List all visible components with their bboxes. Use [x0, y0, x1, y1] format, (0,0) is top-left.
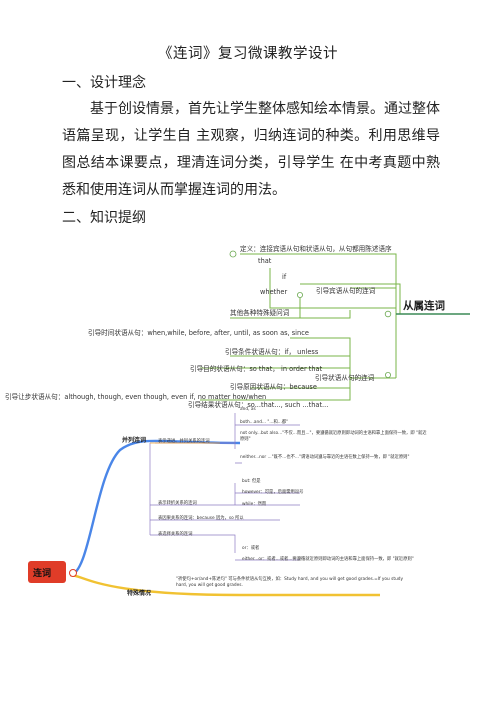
item-either-or: either...or：或者...或者...要遵循就近原则即动词的主语和靠上面保… — [242, 557, 414, 562]
document-title: 《连词》复习微课教学设计 — [158, 46, 338, 62]
adverbial-reason: 引导原因状语从句：because — [230, 383, 317, 391]
conj-whether: whether — [260, 288, 288, 296]
conj-wh-words: 其他各种特殊疑问词 — [230, 309, 290, 317]
mindmap-subordinating-lines — [200, 250, 470, 401]
design-idea-paragraph: 基于创设情景，首先让学生整体感知绘本情景。通过整体语篇呈现，让学生自 主观察，归… — [62, 101, 440, 198]
conj-if: if — [282, 273, 287, 281]
item-and-as: and, as — [240, 407, 256, 412]
branch-special: 特殊情况 — [127, 590, 152, 597]
adverbial-condition: 引导条件状语从句：if， unless — [225, 348, 319, 356]
root-subordinating: 从属连词 — [403, 300, 445, 312]
item-both-and: both...and... "...和...都" — [240, 420, 289, 425]
section-heading-outline: 二、知识提纲 — [62, 210, 146, 226]
item-not-only: not only...but also..."不仅...而且..."，要遵循就近… — [240, 431, 427, 442]
section-heading-design-idea: 一、设计理念 — [62, 75, 146, 91]
adverbial-concession: 引导让步状语从句：although, though, even though, … — [5, 393, 267, 401]
mindmap-coordinating-lines — [69, 413, 380, 597]
adverbial-result: 引导结果状语从句：so...that..., such ...that... — [188, 401, 329, 409]
group-choice: 表选择关系的连词 — [158, 532, 193, 537]
group-cause-effect: 表因果关系的连词：because 因为，so 所以 — [158, 516, 244, 521]
branch-coordinating: 并列连词 — [122, 437, 147, 444]
adverbial-time: 引导时间状语从句：when,while, before, after, unti… — [88, 329, 309, 337]
root-conjunction: 连词 — [33, 569, 52, 579]
item-or: or：或者 — [242, 546, 260, 551]
item-however: however：可是，后面需用逗号 — [242, 490, 304, 495]
definition-label: 定义：连接宾语从句和状语从句，从句都用陈述语序 — [240, 245, 392, 253]
conj-that: that — [258, 257, 272, 265]
item-while: while：然而 — [242, 502, 267, 507]
mindmap-coordinating: 连词 并列连词 特殊情况 表示递进、并列关系的连词 and, as both..… — [0, 405, 496, 605]
item-but: but: 但是 — [242, 479, 261, 484]
collapse-toggle-icon[interactable] — [69, 569, 77, 577]
special-case-text: "祈使句+or/and+陈述句" 可与条件状语从句互换，如：Study hard… — [176, 577, 404, 588]
mindmap-subordinating: 定义：连接宾语从句和状语从句，从句都用陈述语序 that if whether … — [0, 228, 496, 409]
group-progressive: 表示递进、并列关系的连词 — [158, 439, 210, 444]
adverbial-branch-label: 引导状语从句的连词 — [315, 374, 375, 382]
group-contrast: 表示转折关系的连词 — [158, 501, 197, 506]
item-neither-nor: neither...nor ..."既不...也不..."谓语动词遵与靠近的主语… — [240, 455, 410, 460]
root-conjunction-node — [28, 561, 66, 583]
noun-clause-branch-label: 引导宾语从句的连词 — [316, 287, 376, 295]
adverbial-purpose: 引导目的状语从句：so that， in order that — [190, 365, 323, 373]
